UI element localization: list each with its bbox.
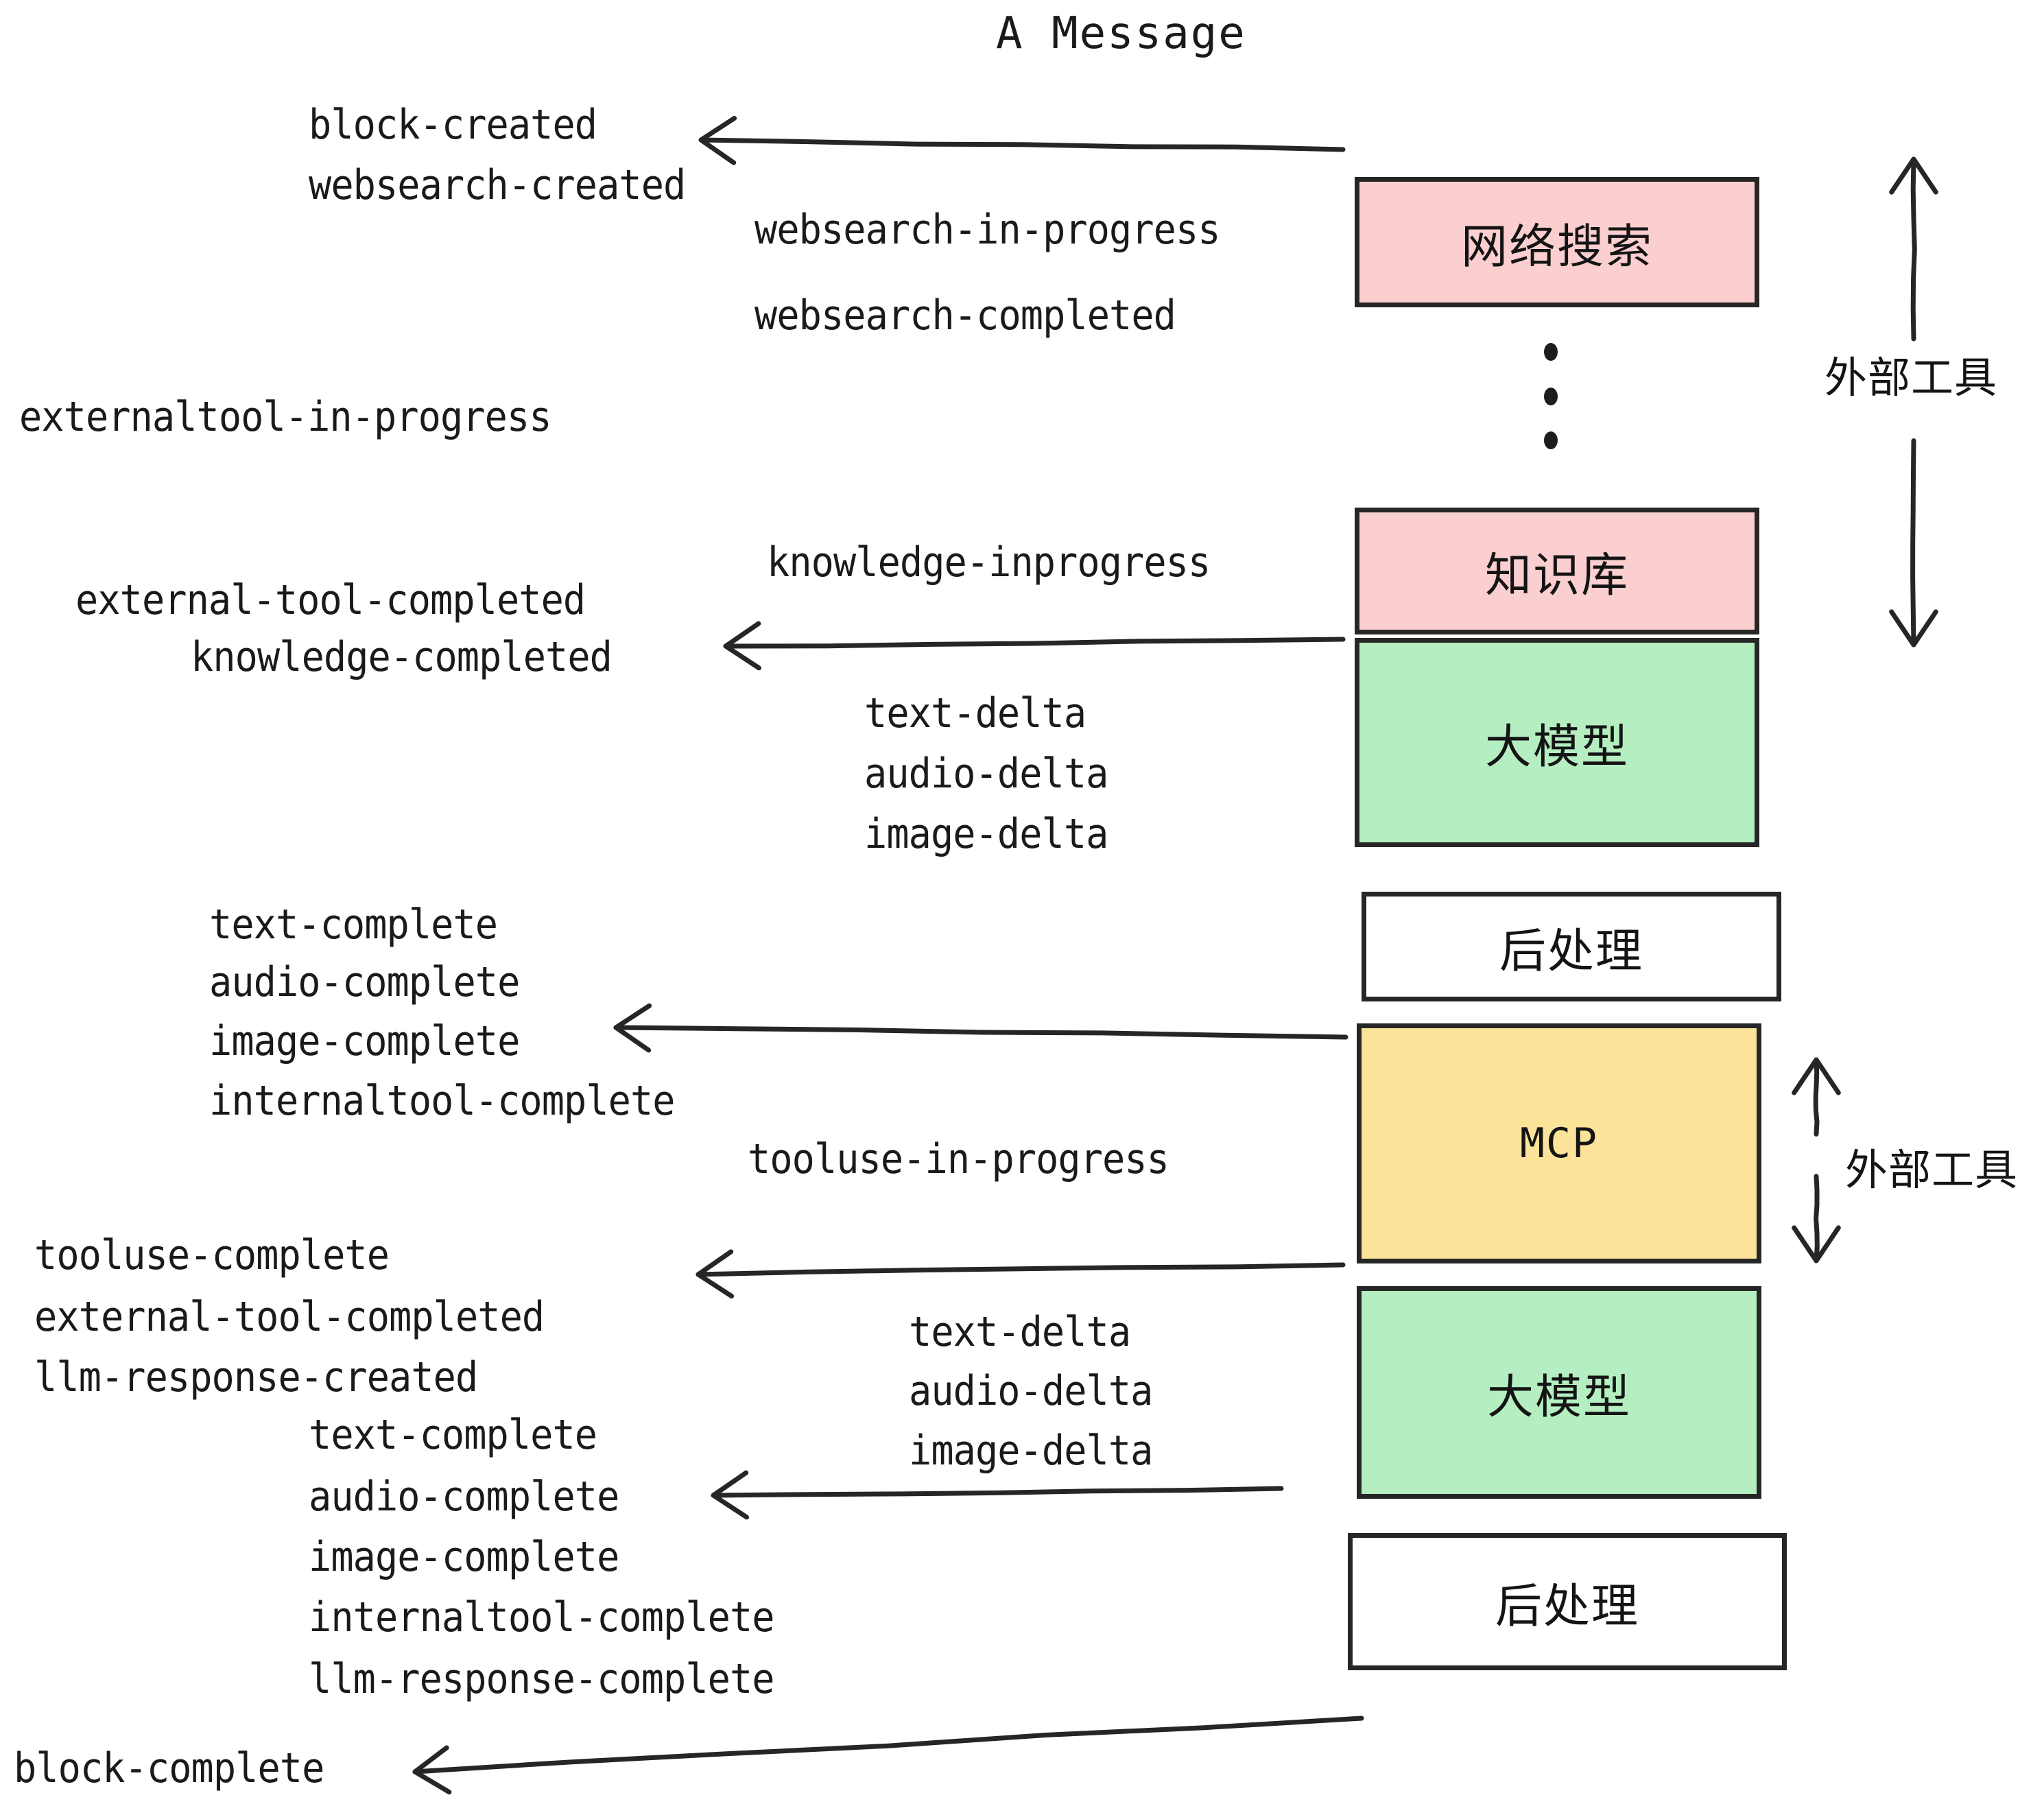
event-label-websearch-in-progress: websearch-in-progress xyxy=(754,209,1220,250)
node-mcp[interactable]: MCP xyxy=(1357,1023,1761,1263)
event-label-tooluse-in-progress: tooluse-in-progress xyxy=(748,1139,1169,1180)
node-llm-bottom[interactable]: 大模型 xyxy=(1357,1286,1761,1499)
side-label-external-tools-top: 外部工具 xyxy=(1825,343,1997,405)
event-label-audio-complete-1: audio-complete xyxy=(209,962,519,1003)
event-label-websearch-completed: websearch-completed xyxy=(754,295,1176,336)
page-title: A Message xyxy=(996,8,1246,59)
event-label-text-delta-1: text-delta xyxy=(864,693,1086,734)
side-label-external-tools-bottom: 外部工具 xyxy=(1845,1135,2018,1197)
external-tools-range-bottom xyxy=(1794,1060,1839,1261)
node-label: MCP xyxy=(1520,1119,1598,1167)
event-label-block-created: block-created xyxy=(309,104,597,145)
event-label-image-complete-1: image-complete xyxy=(209,1021,519,1062)
event-label-external-tool-completed-2: external-tool-completed xyxy=(34,1296,544,1338)
arrow-image-complete xyxy=(616,1006,1346,1050)
arrow-tooluse-complete xyxy=(698,1252,1343,1296)
ellipsis-dot xyxy=(1544,343,1558,361)
event-label-image-complete-2: image-complete xyxy=(309,1536,619,1578)
node-post-bottom[interactable]: 后处理 xyxy=(1348,1533,1787,1670)
event-label-internaltool-complete-2: internaltool-complete xyxy=(309,1597,774,1638)
node-label: 大模型 xyxy=(1487,1359,1631,1427)
event-label-audio-delta-2: audio-delta xyxy=(909,1370,1152,1412)
arrow-knowledge-completed xyxy=(726,624,1343,668)
event-label-audio-delta-1: audio-delta xyxy=(864,753,1108,794)
ellipsis-dot xyxy=(1544,388,1558,405)
event-label-external-tool-completed-1: external-tool-completed xyxy=(75,580,585,621)
node-websearch[interactable]: 网络搜索 xyxy=(1355,177,1759,307)
event-label-knowledge-completed: knowledge-completed xyxy=(191,637,612,678)
event-label-text-complete-1: text-complete xyxy=(209,904,497,945)
event-label-image-delta-2: image-delta xyxy=(909,1430,1152,1471)
event-label-llm-response-complete: llm-response-complete xyxy=(309,1659,774,1700)
event-label-websearch-created: websearch-created xyxy=(309,165,685,206)
event-label-text-delta-2: text-delta xyxy=(909,1312,1130,1353)
event-label-internaltool-complete-1: internaltool-complete xyxy=(209,1080,675,1121)
ellipsis-dot xyxy=(1544,431,1558,449)
event-label-block-complete: block-complete xyxy=(14,1748,324,1789)
node-post-top[interactable]: 后处理 xyxy=(1362,892,1781,1001)
node-label: 大模型 xyxy=(1485,709,1629,776)
vertical-ellipsis-icon xyxy=(1543,343,1558,449)
event-label-image-delta-1: image-delta xyxy=(864,814,1108,855)
event-label-externaltool-in-progress: externaltool-in-progress xyxy=(19,396,551,438)
node-label: 后处理 xyxy=(1495,1568,1639,1636)
event-label-llm-response-created: llm-response-created xyxy=(34,1357,477,1398)
arrow-block-complete xyxy=(415,1718,1362,1792)
arrow-block-created xyxy=(701,118,1343,163)
event-label-audio-complete-2: audio-complete xyxy=(309,1476,619,1517)
node-label: 网络搜索 xyxy=(1461,209,1653,276)
event-label-tooluse-complete: tooluse-complete xyxy=(34,1235,389,1276)
node-label: 知识库 xyxy=(1485,537,1629,605)
node-llm-top[interactable]: 大模型 xyxy=(1355,638,1759,847)
event-label-text-complete-2: text-complete xyxy=(309,1414,597,1456)
node-label: 后处理 xyxy=(1499,913,1643,981)
event-label-knowledge-inprogress: knowledge-inprogress xyxy=(767,542,1210,583)
node-knowledge[interactable]: 知识库 xyxy=(1355,508,1759,634)
arrow-audio-complete xyxy=(713,1473,1281,1517)
